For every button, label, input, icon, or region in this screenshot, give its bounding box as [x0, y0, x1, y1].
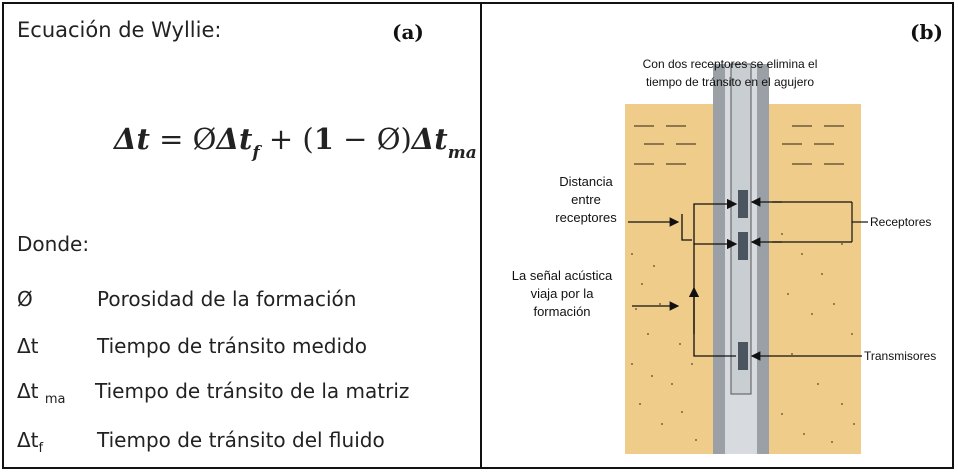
definition-symbol: Δt [17, 334, 39, 358]
panel-a: Ecuación de Wyllie: (a) Δt = ØΔtf + (1 −… [4, 4, 480, 467]
eq-dt-ma: Δt [411, 122, 448, 156]
eq-paren-open: ( [302, 122, 314, 156]
receivers-label: Receptores [870, 215, 931, 229]
definition-description: Tiempo de tránsito de la matriz [95, 379, 410, 403]
signal-label-line-3: formación [533, 304, 590, 319]
panel-divider [480, 4, 482, 467]
casing-right [757, 64, 769, 454]
eq-paren-close: ) [400, 122, 412, 156]
label-pointers [628, 217, 680, 311]
definition-description: Porosidad de la formación [97, 287, 357, 311]
equation-title: Ecuación de Wyllie: [17, 18, 222, 42]
wyllie-equation: Δt = ØΔtf + (1 − Ø)Δtma [114, 122, 477, 163]
panel-b-tag: (b) [910, 20, 943, 44]
eq-equals: = [149, 122, 193, 156]
definition-row: Δtf Tiempo de tránsito del fluido [17, 428, 385, 456]
receiver-1 [738, 190, 748, 218]
signal-label-line-1: La señal acústica [512, 268, 613, 283]
distance-label-line-3: receptores [555, 210, 617, 225]
eq-sub-ma: ma [447, 142, 477, 163]
eq-plus: + [259, 122, 303, 156]
formation-right [769, 104, 861, 454]
eq-phi-1: Ø [192, 122, 217, 156]
definition-row: Δt Tiempo de tránsito medido [17, 334, 367, 358]
eq-dt-f: Δt [216, 122, 253, 156]
distance-label-line-1: Distancia [559, 174, 613, 189]
sand-dots [631, 233, 855, 443]
definition-description: Tiempo de tránsito medido [97, 334, 367, 358]
eq-one: 1 [313, 122, 334, 156]
casing-left [713, 64, 725, 454]
formation-left [625, 104, 713, 454]
eq-phi-2: Ø [376, 122, 401, 156]
definition-row: Δt ma Tiempo de tránsito de la matriz [17, 379, 409, 407]
top-note-line-1: Con dos receptores se elimina el [643, 57, 818, 71]
sonic-tool-diagram: Con dos receptores se elimina el tiempo … [512, 57, 936, 454]
signal-path [681, 198, 738, 357]
eq-sub-f: f [252, 142, 260, 163]
sonic-tool-body [730, 63, 752, 395]
receiver-2 [738, 232, 748, 260]
eq-minus: − [333, 122, 377, 156]
definition-row: Ø Porosidad de la formación [17, 287, 356, 311]
definition-symbol: Ø [17, 287, 33, 311]
eq-lhs: Δt [114, 122, 150, 156]
signal-label-line-2: viaja por la [531, 286, 595, 301]
top-note-line-2: tiempo de tránsito en el agujero [646, 75, 814, 89]
distance-label-line-2: entre [571, 192, 601, 207]
definition-description: Tiempo de tránsito del fluido [97, 428, 385, 452]
transmitter [738, 342, 748, 370]
receiver-pointers [750, 197, 868, 361]
transmitters-label: Transmisores [864, 349, 936, 363]
panel-a-tag: (a) [392, 20, 424, 44]
panel-b: (b) [482, 4, 952, 467]
donde-label: Donde: [17, 232, 90, 256]
definition-symbol: Δt ma [17, 379, 66, 407]
bedding-lines [634, 125, 844, 165]
definition-symbol: Δtf [17, 428, 44, 456]
